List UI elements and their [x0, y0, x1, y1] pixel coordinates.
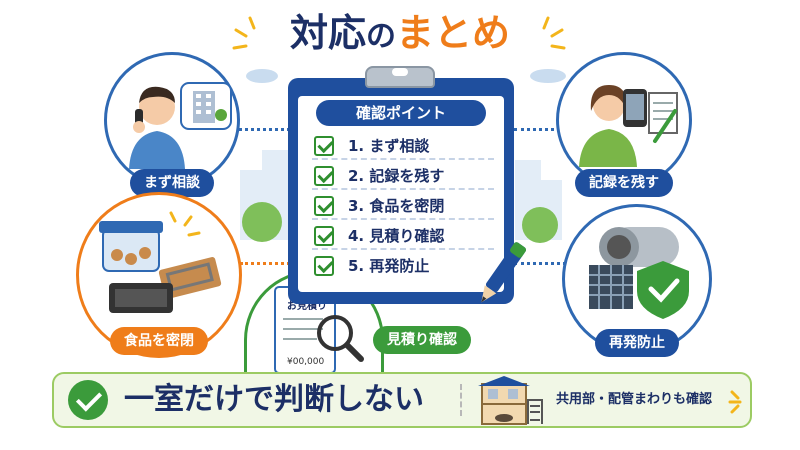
checklist-item: 1. まず相談	[312, 132, 494, 160]
check-circle-icon	[68, 380, 108, 420]
sparkle-icon	[542, 16, 566, 50]
clipboard-clip	[365, 66, 435, 88]
checkbox-checked-icon	[314, 226, 334, 246]
clipboard-clip-hole	[392, 68, 408, 76]
checklist-item-label: 3. 食品を密閉	[348, 197, 445, 215]
checklist-item-label: 1. まず相談	[348, 137, 430, 155]
apartment-building-icon	[478, 376, 543, 425]
checkbox-checked-icon	[314, 136, 334, 156]
step-seal-food-label: 食品を密閉	[110, 327, 208, 355]
checklist-item-label: 2. 記録を残す	[348, 167, 445, 185]
checklist-item-label: 5. 再発防止	[348, 257, 430, 275]
checkbox-checked-icon	[314, 166, 334, 186]
step-record-circle: 記録を残す	[556, 52, 692, 197]
checklist-item: 4. 見積り確認	[312, 222, 494, 250]
checklist-item: 2. 記録を残す	[312, 162, 494, 190]
title-part-4: め	[472, 11, 511, 55]
title-part-1: 対応	[289, 11, 366, 55]
sparkle-icon	[232, 16, 256, 50]
step-prevent-circle: 再発防止	[562, 204, 712, 357]
step-consult-circle: まず相談	[104, 52, 240, 197]
connector-line	[514, 262, 566, 265]
sparkle-icon	[728, 390, 742, 414]
pen-icon	[481, 242, 527, 303]
title-part-3: まと	[395, 11, 472, 55]
page-title: 対応のまとめ	[0, 6, 800, 60]
connector-line	[232, 128, 290, 131]
step-prevent-label: 再発防止	[595, 329, 679, 357]
connector-line	[514, 128, 566, 131]
person-photo-icon	[579, 85, 678, 167]
checklist-heading: 確認ポイント	[316, 100, 486, 126]
step-estimate-label: 見積り確認	[373, 326, 471, 354]
checklist-item-label: 4. 見積り確認	[348, 227, 445, 245]
checkbox-checked-icon	[314, 196, 334, 216]
person-phone-icon	[129, 86, 185, 169]
title-part-2: の	[365, 19, 396, 54]
estimate-document-amount: ¥00,000	[287, 357, 325, 367]
food-container-icon	[99, 211, 222, 313]
vent-shield-icon	[589, 227, 689, 319]
checklist-item: 5. 再発防止	[312, 252, 494, 280]
banner-divider	[460, 384, 462, 416]
checkbox-checked-icon	[314, 256, 334, 276]
building-icon	[180, 82, 232, 130]
estimate-document-title: お見積り	[287, 301, 327, 312]
banner-sub-text: 共用部・配管まわりも確認	[556, 392, 713, 407]
step-seal-food-circle: 食品を密閉	[76, 192, 242, 358]
step-record-label: 記録を残す	[575, 169, 673, 197]
banner-main-text: 一室だけで判断しない	[124, 382, 424, 417]
bottom-banner	[52, 372, 752, 428]
connector-line	[240, 262, 290, 265]
checklist-item: 3. 食品を密閉	[312, 192, 494, 220]
